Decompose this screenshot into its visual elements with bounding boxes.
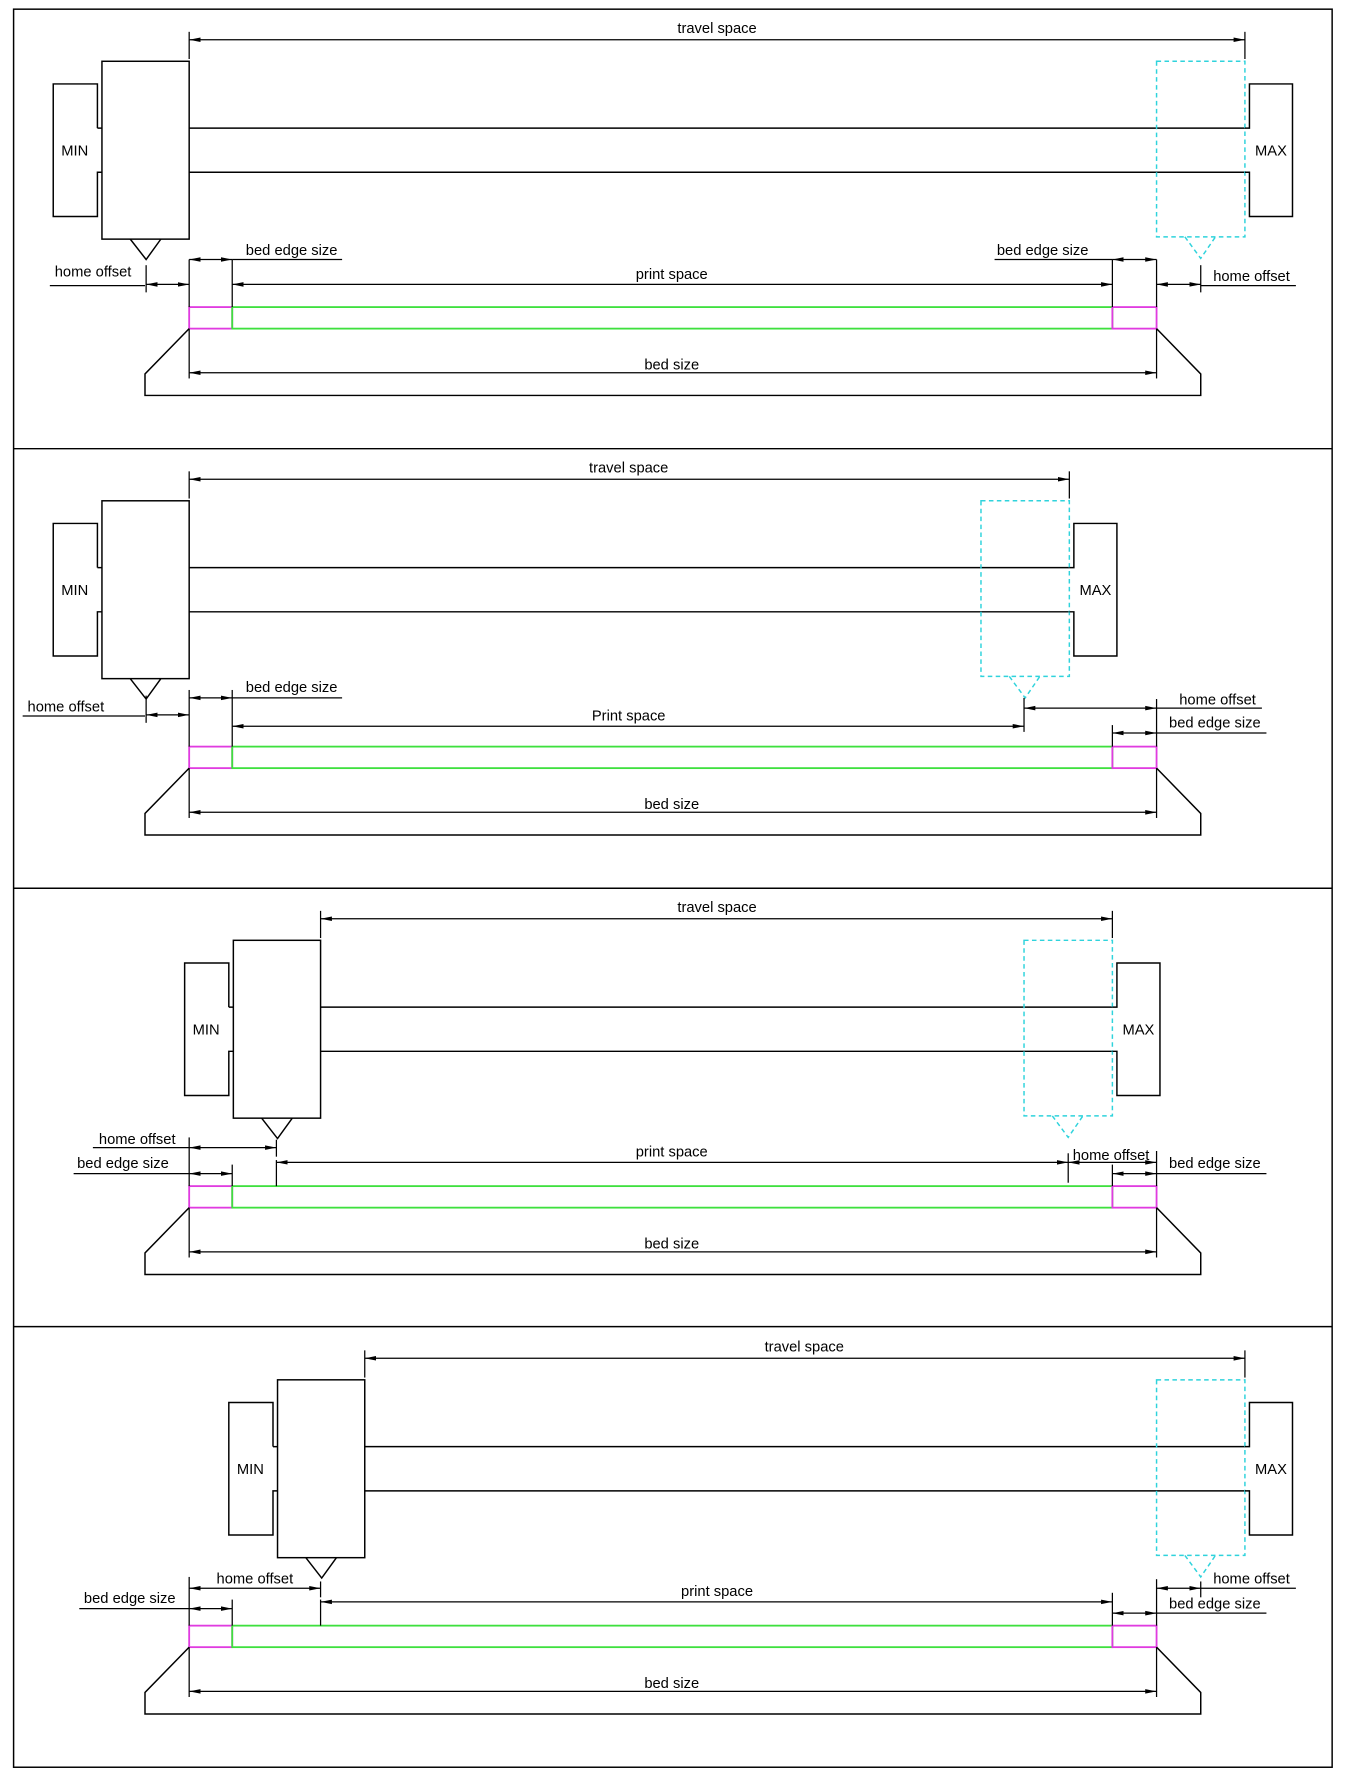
- max-endstop: [1112, 962, 1161, 1097]
- bed-edge-left-label: bed edge size: [77, 1156, 169, 1172]
- nozzle-max-position: [1184, 236, 1217, 260]
- bed-edge-right-label: bed edge size: [997, 243, 1089, 259]
- bed-edge-right-label: bed edge size: [1169, 715, 1261, 731]
- print-area: [231, 1185, 1114, 1209]
- min-endstop: [52, 522, 102, 657]
- home-offset-right-label: home offset: [1073, 1148, 1150, 1164]
- print-head-max-position: [980, 500, 1071, 678]
- max-label: MAX: [1255, 1462, 1287, 1478]
- min-endstop: [183, 962, 234, 1097]
- min-endstop: [52, 83, 102, 218]
- min-label: MIN: [61, 143, 88, 159]
- travel-space-label: travel space: [677, 21, 756, 37]
- nozzle-max-position: [1051, 1115, 1084, 1139]
- nozzle: [261, 1117, 293, 1140]
- nozzle: [305, 1557, 338, 1580]
- bed-edge-right-label: bed edge size: [1169, 1597, 1261, 1613]
- bed-edge-left: [188, 1624, 234, 1649]
- print-space-label: print space: [636, 1145, 708, 1161]
- home-offset-left-label: home offset: [28, 699, 105, 715]
- home-offset-left-label: home offset: [217, 1572, 294, 1588]
- home-offset-right-label: home offset: [1213, 269, 1290, 285]
- min-label: MIN: [193, 1022, 220, 1038]
- print-head-carriage: [101, 60, 190, 240]
- bed-edge-right: [1111, 1185, 1158, 1209]
- bed-base: [144, 767, 1202, 836]
- print-head-max-position: [1155, 60, 1246, 238]
- bed-size-label: bed size: [644, 1236, 699, 1252]
- min-endstop: [228, 1401, 278, 1536]
- max-label: MAX: [1079, 583, 1111, 599]
- print-space-label: Print space: [592, 709, 666, 725]
- print-head-carriage: [101, 500, 190, 680]
- home-offset-left-label: home offset: [99, 1132, 176, 1148]
- bed-edge-left: [188, 1185, 234, 1209]
- nozzle: [129, 238, 162, 261]
- bed-edge-left: [188, 745, 234, 770]
- travel-space-label: travel space: [765, 1340, 844, 1356]
- nozzle-max-position: [1008, 675, 1041, 700]
- max-endstop: [1244, 83, 1294, 218]
- home-offset-right-label: home offset: [1179, 693, 1256, 709]
- bed-size-label: bed size: [644, 1676, 699, 1692]
- travel-space-label: travel space: [589, 460, 668, 476]
- bed-edge-right: [1111, 306, 1158, 330]
- print-head-max-position: [1023, 939, 1114, 1117]
- print-area: [231, 1624, 1114, 1649]
- max-label: MAX: [1122, 1022, 1154, 1038]
- bed-base: [144, 1207, 1202, 1276]
- print-space-label: print space: [681, 1584, 753, 1600]
- bed-edge-left-label: bed edge size: [246, 243, 338, 259]
- home-offset-left-label: home offset: [55, 265, 132, 281]
- print-head-carriage: [232, 939, 322, 1119]
- bed-base: [144, 1646, 1202, 1715]
- print-area: [231, 745, 1114, 770]
- home-offset-right-label: home offset: [1213, 1572, 1290, 1588]
- max-endstop: [1069, 522, 1118, 657]
- print-area: [231, 306, 1114, 330]
- print-space-label: print space: [636, 267, 708, 283]
- max-label: MAX: [1255, 143, 1287, 159]
- bed-edge-right: [1111, 745, 1158, 770]
- min-label: MIN: [237, 1462, 264, 1478]
- bed-edge-right: [1111, 1624, 1158, 1649]
- bed-size-label: bed size: [644, 357, 699, 373]
- bed-base: [144, 328, 1202, 397]
- bed-size-label: bed size: [644, 797, 699, 813]
- bed-edge-left: [188, 306, 234, 330]
- max-endstop: [1244, 1401, 1294, 1536]
- nozzle-max-position: [1184, 1554, 1217, 1579]
- print-head-carriage: [276, 1379, 366, 1559]
- bed-edge-left-label: bed edge size: [84, 1591, 176, 1607]
- bed-edge-left-label: bed edge size: [246, 680, 338, 696]
- bed-edge-right-label: bed edge size: [1169, 1156, 1261, 1172]
- travel-space-label: travel space: [677, 900, 756, 916]
- print-head-max-position: [1155, 1379, 1246, 1557]
- min-label: MIN: [61, 583, 88, 599]
